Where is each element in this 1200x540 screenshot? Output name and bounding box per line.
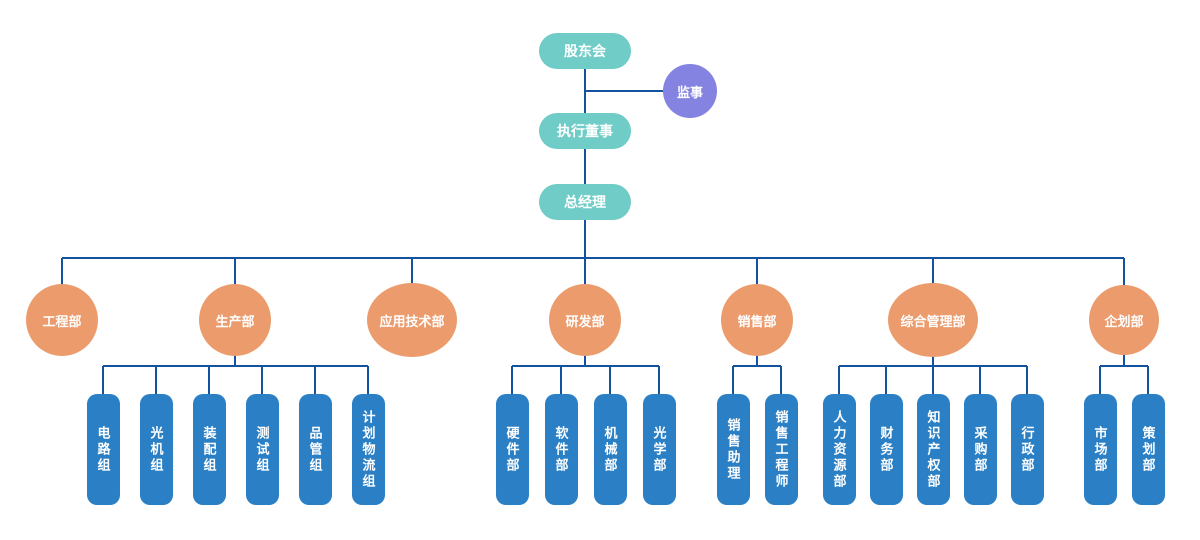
- opto-mechanical-group-label: 光机组: [148, 425, 164, 474]
- corporate-planning-dept-label: 企划部: [1104, 313, 1144, 329]
- executive-director-label: 执行董事: [557, 123, 613, 139]
- node-corporate-planning-dept[interactable]: 企划部: [1089, 285, 1159, 355]
- node-general-management-dept[interactable]: 综合管理部: [888, 283, 978, 357]
- engineering-dept-label: 工程部: [42, 313, 82, 329]
- node-supervisor[interactable]: 监事: [663, 64, 717, 118]
- node-finance-dept[interactable]: 财务部: [869, 394, 903, 505]
- node-human-resources-dept[interactable]: 人力资源部: [822, 394, 856, 505]
- node-intellectual-property-dept[interactable]: 知识产权部: [916, 394, 950, 505]
- admin-dept-label: 行政部: [1019, 425, 1035, 474]
- node-hardware-dept[interactable]: 硬件部: [495, 394, 529, 505]
- assembly-group-label: 装配组: [201, 425, 217, 474]
- node-testing-group[interactable]: 测试组: [245, 394, 279, 505]
- node-opto-mechanical-group[interactable]: 光机组: [139, 394, 173, 505]
- supervisor-label: 监事: [676, 84, 703, 100]
- node-applied-technology-dept[interactable]: 应用技术部: [367, 283, 457, 357]
- node-quality-control-group[interactable]: 品管组: [298, 394, 332, 505]
- testing-group-label: 测试组: [254, 425, 270, 474]
- node-shareholders-meeting[interactable]: 股东会: [539, 33, 631, 69]
- node-sales-assistant[interactable]: 销售助理: [716, 394, 750, 505]
- shareholders-meeting-label: 股东会: [564, 43, 606, 59]
- rnd-dept-label: 研发部: [565, 313, 605, 329]
- node-rnd-dept[interactable]: 研发部: [549, 284, 621, 356]
- planning-logistics-group-label: 计划物流组: [360, 409, 376, 490]
- general-manager-label: 总经理: [564, 194, 606, 210]
- general-management-dept-label: 综合管理部: [900, 313, 966, 329]
- node-sales-engineer[interactable]: 销售工程师: [764, 394, 798, 505]
- procurement-dept-label: 采购部: [972, 425, 988, 474]
- node-sales-dept[interactable]: 销售部: [721, 284, 793, 356]
- node-optics-dept[interactable]: 光学部: [642, 394, 676, 505]
- node-admin-dept[interactable]: 行政部: [1010, 394, 1044, 505]
- node-planning-dept[interactable]: 策划部: [1131, 394, 1165, 505]
- circuit-group-label: 电路组: [95, 425, 111, 474]
- sales-dept-label: 销售部: [737, 313, 777, 329]
- node-general-manager[interactable]: 总经理: [539, 184, 631, 220]
- quality-control-group-label: 品管组: [307, 425, 323, 474]
- node-circuit-group[interactable]: 电路组: [86, 394, 120, 505]
- node-production-dept[interactable]: 生产部: [199, 284, 271, 356]
- production-dept-label: 生产部: [215, 313, 255, 329]
- node-planning-logistics-group[interactable]: 计划物流组: [351, 394, 385, 505]
- node-software-dept[interactable]: 软件部: [544, 394, 578, 505]
- mechanical-dept-label: 机械部: [602, 425, 618, 474]
- node-procurement-dept[interactable]: 采购部: [963, 394, 997, 505]
- intellectual-property-dept-label: 知识产权部: [925, 409, 941, 490]
- finance-dept-label: 财务部: [878, 425, 894, 474]
- human-resources-dept-label: 人力资源部: [831, 409, 847, 490]
- node-engineering-dept[interactable]: 工程部: [26, 284, 98, 356]
- applied-technology-dept-label: 应用技术部: [379, 313, 445, 329]
- node-mechanical-dept[interactable]: 机械部: [593, 394, 627, 505]
- node-marketing-dept[interactable]: 市场部: [1083, 394, 1117, 505]
- node-executive-director[interactable]: 执行董事: [539, 113, 631, 149]
- hardware-dept-label: 硬件部: [504, 425, 520, 474]
- planning-dept-label: 策划部: [1140, 425, 1156, 474]
- optics-dept-label: 光学部: [651, 425, 667, 474]
- sales-assistant-label: 销售助理: [725, 417, 741, 482]
- marketing-dept-label: 市场部: [1092, 425, 1108, 474]
- software-dept-label: 软件部: [553, 425, 569, 474]
- node-assembly-group[interactable]: 装配组: [192, 394, 226, 505]
- sales-engineer-label: 销售工程师: [773, 409, 789, 490]
